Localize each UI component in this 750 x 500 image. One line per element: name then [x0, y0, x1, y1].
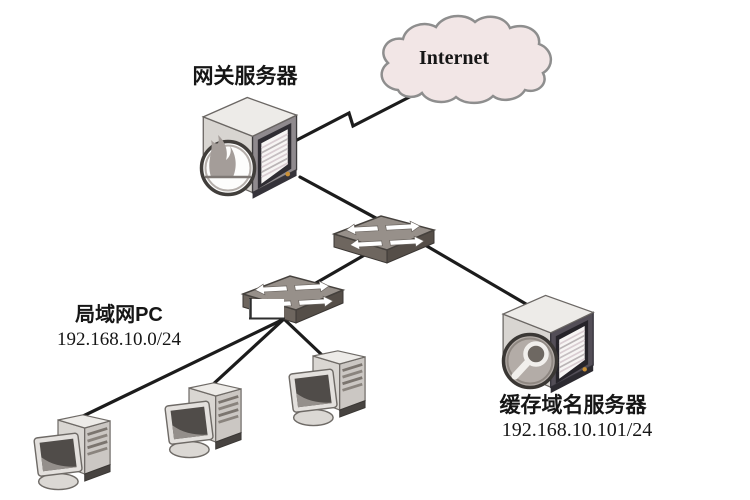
- link-gateway-switch-upper: [298, 175, 387, 225]
- lan-pc-label: 局域网PC: [75, 304, 163, 326]
- pc-icon-1: [32, 413, 112, 491]
- pc-icon-2: [163, 381, 243, 459]
- firewall-flame-icon: [199, 135, 257, 197]
- link-gateway-internet-zigzag: [293, 85, 431, 143]
- dns-ip-label: 192.168.10.101/24: [501, 419, 653, 441]
- link-switch-upper-switch-lower: [307, 251, 370, 289]
- link-switch-lower-pc2: [207, 317, 286, 390]
- dns-server-label: 缓存域名服务器: [499, 394, 647, 417]
- link-switch-upper-dns: [423, 243, 528, 306]
- internet-cloud: [380, 14, 552, 105]
- switch-lower-notch: [249, 298, 285, 320]
- magnifier-icon: [501, 332, 559, 390]
- pc-icon-3: [287, 349, 367, 427]
- internet-label: Internet: [419, 47, 489, 69]
- gateway-server-label: 网关服务器: [192, 65, 298, 88]
- switch-upper-icon: [333, 215, 435, 264]
- lan-subnet-label: 192.168.10.0/24: [56, 329, 182, 350]
- link-switch-lower-pc1: [77, 317, 286, 420]
- link-switch-lower-pc3: [282, 317, 324, 357]
- connection-lines: [77, 85, 528, 420]
